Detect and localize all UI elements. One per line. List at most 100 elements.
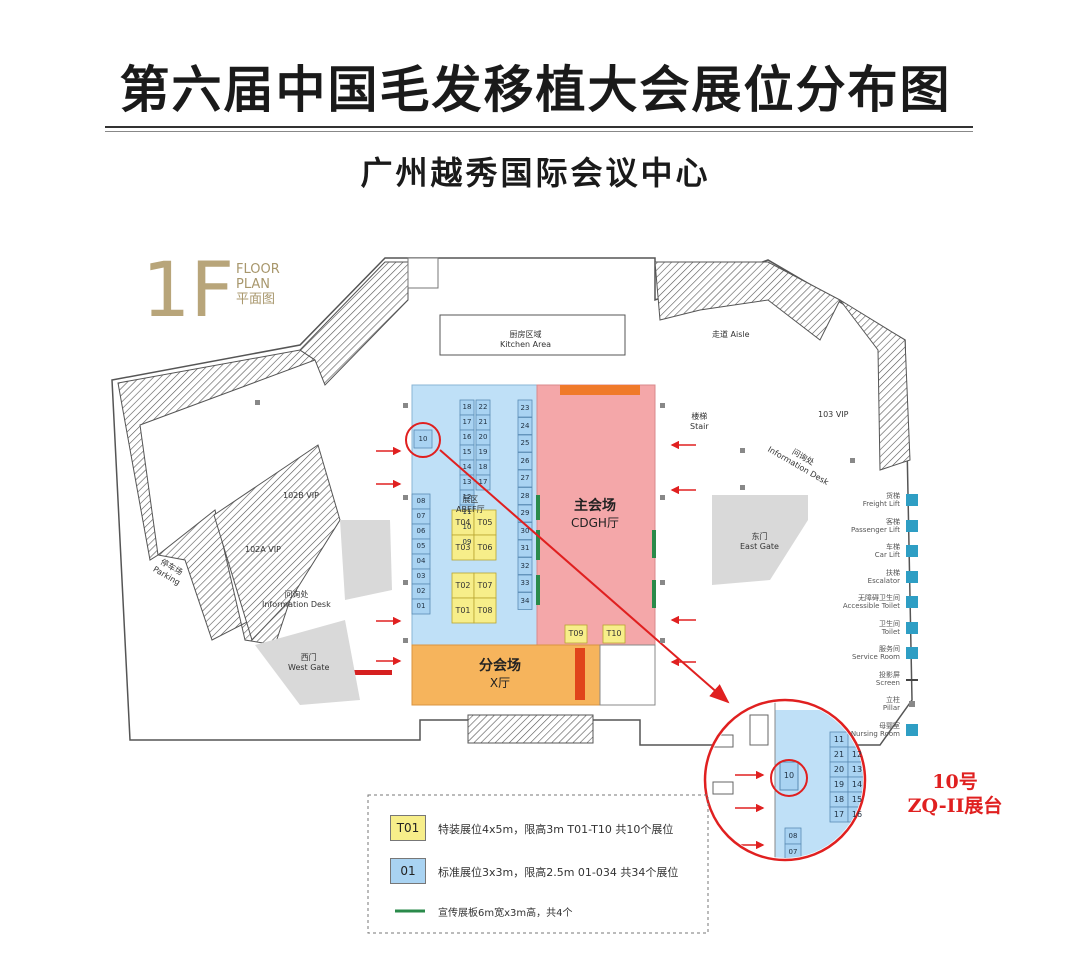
booth-number: 15: [462, 448, 472, 456]
sub-hall-stage: [575, 648, 585, 700]
floor-plan-line1: FLOOR: [236, 262, 280, 277]
special-booth-number: T07: [477, 581, 493, 590]
inset-booth-number: 21: [833, 750, 845, 759]
booth-number: 04: [416, 557, 426, 565]
inset-booth-number: 13: [851, 765, 863, 774]
booth-number: 12: [462, 493, 472, 501]
booth-number: 17: [462, 418, 472, 426]
main-stage: [560, 385, 640, 395]
legend-panel-text: 宣传展板6m宽x3m高，共4个: [438, 908, 573, 919]
booth-number: 08: [416, 497, 426, 505]
map-key-zh: 立柱: [886, 696, 900, 704]
inset-booth-number: 08: [788, 832, 798, 840]
booth-number: 21: [478, 418, 488, 426]
promo-panel: [652, 580, 656, 608]
nursing-room-icon: [906, 723, 918, 736]
booth-group-special: [451, 509, 626, 644]
booth: [517, 539, 533, 558]
booth: [517, 557, 533, 575]
map-key-en: Service Room: [851, 653, 900, 661]
map-key-zh: 投影屏: [879, 670, 900, 679]
map-key-en: Accessible Toilet: [842, 602, 900, 610]
inset-booth-number: 19: [833, 780, 845, 789]
west-gate-zone: [255, 620, 360, 705]
accessible-toilet-icon: [906, 596, 918, 608]
booth-number: 06: [416, 527, 426, 535]
booth-number: 14: [462, 463, 472, 471]
toilet-icon: [906, 621, 918, 634]
booth-number: 10: [462, 523, 472, 531]
inset-booth-number: 15: [851, 795, 863, 804]
map-key-en: Freight Lift: [862, 500, 900, 508]
venue-subtitle: 广州越秀国际会议中心: [360, 154, 711, 192]
sub-hall: [411, 644, 601, 706]
floor-number: 1F: [142, 245, 235, 334]
booth: [517, 487, 533, 505]
promo-panel: [536, 575, 540, 605]
booth-number: 30: [520, 526, 530, 535]
booth: [517, 417, 533, 435]
booth-number: 29: [520, 509, 530, 517]
floor-plan-line3: 平面图: [236, 292, 276, 307]
legend-special-swatch: T01: [390, 815, 426, 841]
inset-booth-number: 17: [833, 810, 845, 819]
map-key-zh: 卫生间: [879, 619, 900, 628]
sub-hall-label: 分会场 X厅: [479, 658, 521, 690]
title-rule: [105, 126, 973, 128]
floor-plan-label: FLOOR PLAN 平面图: [236, 262, 280, 307]
vip-103-label: 103 VIP: [818, 410, 849, 419]
booth-number: 19: [478, 448, 488, 456]
passenger-lift-icon: [906, 519, 918, 532]
special-booth-number: T01: [455, 606, 471, 615]
special-booth-number: T08: [477, 606, 493, 615]
booth-number: 01: [416, 602, 426, 610]
callout-number: 10号: [932, 771, 978, 793]
promo-panel: [652, 530, 656, 558]
car-lift-icon: [906, 545, 918, 557]
escalator-icon: [906, 570, 918, 583]
booth-number: 11: [462, 508, 472, 516]
page-title: 第六届中国毛发移植大会展位分布图: [119, 61, 952, 119]
special-booth: [564, 624, 588, 644]
booth-number: 05: [416, 542, 426, 550]
screen-icon: [906, 673, 918, 681]
special-booth: [473, 534, 497, 561]
booth-number: 31: [520, 544, 530, 552]
booth-number: 13: [462, 478, 472, 486]
special-booth-number: T06: [477, 543, 493, 552]
special-booth-number: T09: [568, 629, 584, 638]
map-key-zh: 车梯: [886, 543, 900, 551]
promo-panel: [536, 495, 540, 520]
map-key-zh: 无障碍卫生间: [858, 594, 900, 602]
title-rule-thin: [105, 131, 973, 132]
booth-number: 03: [416, 572, 426, 580]
highlight-circle: [405, 422, 441, 458]
map-key-en: Nursing Room: [850, 729, 900, 738]
map-key-en: Toilet: [881, 627, 900, 636]
booth: [517, 452, 533, 470]
map-key-en: Escalator: [867, 576, 900, 585]
booth: [517, 504, 533, 523]
inset-booth: [784, 843, 802, 858]
floor-plan-line2: PLAN: [236, 277, 270, 292]
main-hall: [536, 384, 656, 646]
aisle-label: 走道 Aisle: [712, 330, 750, 339]
special-booth-number: T05: [477, 518, 493, 527]
booth: [517, 469, 533, 488]
booth: [517, 399, 533, 418]
map-key-zh: 扶梯: [886, 568, 900, 577]
map-key-zh: 服务间: [879, 645, 900, 653]
inset-booth-number: 14: [851, 780, 863, 789]
callout-name: ZQ-II展台: [907, 795, 1003, 817]
special-booth: [602, 624, 626, 644]
